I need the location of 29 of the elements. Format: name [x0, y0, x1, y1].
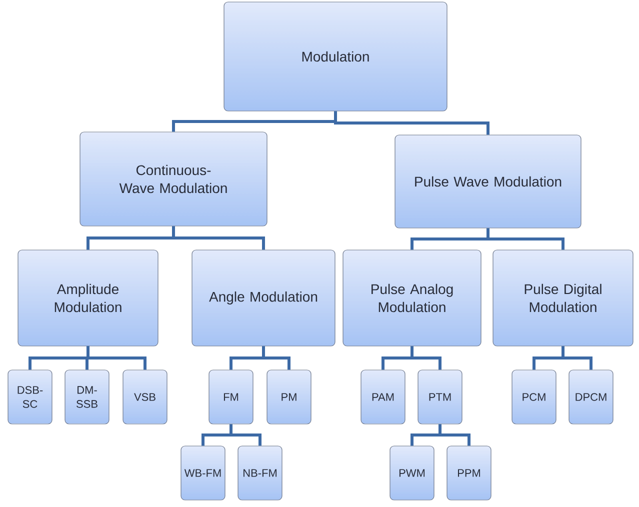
tree-box: Amplitude Modulation: [18, 250, 158, 346]
tree-box: WB-FM: [180, 446, 226, 500]
tree-box: PTM: [418, 370, 462, 424]
tree-box: Continuous-Wave Modulation: [80, 132, 268, 226]
tree-box: FM: [208, 370, 254, 424]
connector: [410, 346, 442, 370]
tree-box: NB-FM: [238, 446, 282, 500]
tree-box: DSB-SC: [8, 370, 52, 424]
tree-box: DPCM: [568, 370, 614, 424]
connector: [172, 226, 265, 250]
tree-box: VSB: [122, 370, 168, 424]
connector: [486, 228, 564, 250]
tree-box: Pulse Wave Modulation: [394, 134, 582, 228]
tree-box: Modulation: [224, 2, 448, 112]
tree-box: PWM: [390, 446, 434, 500]
connector: [438, 424, 470, 446]
tree-box: Pulse Digital Modulation: [492, 250, 634, 346]
tree-box: PPM: [446, 446, 492, 500]
connector: [334, 111, 490, 135]
tree-box: Pulse Analog Modulation: [342, 250, 482, 346]
tree-box: Angle Modulation: [192, 250, 336, 346]
connector: [562, 346, 592, 370]
connector: [86, 346, 146, 370]
tree-box: PCM: [512, 370, 556, 424]
connector: [262, 346, 290, 370]
tree-box: DM-SSB: [64, 370, 110, 424]
tree-box: PAM: [360, 370, 406, 424]
tree-box: PM: [266, 370, 312, 424]
connector: [230, 424, 262, 446]
